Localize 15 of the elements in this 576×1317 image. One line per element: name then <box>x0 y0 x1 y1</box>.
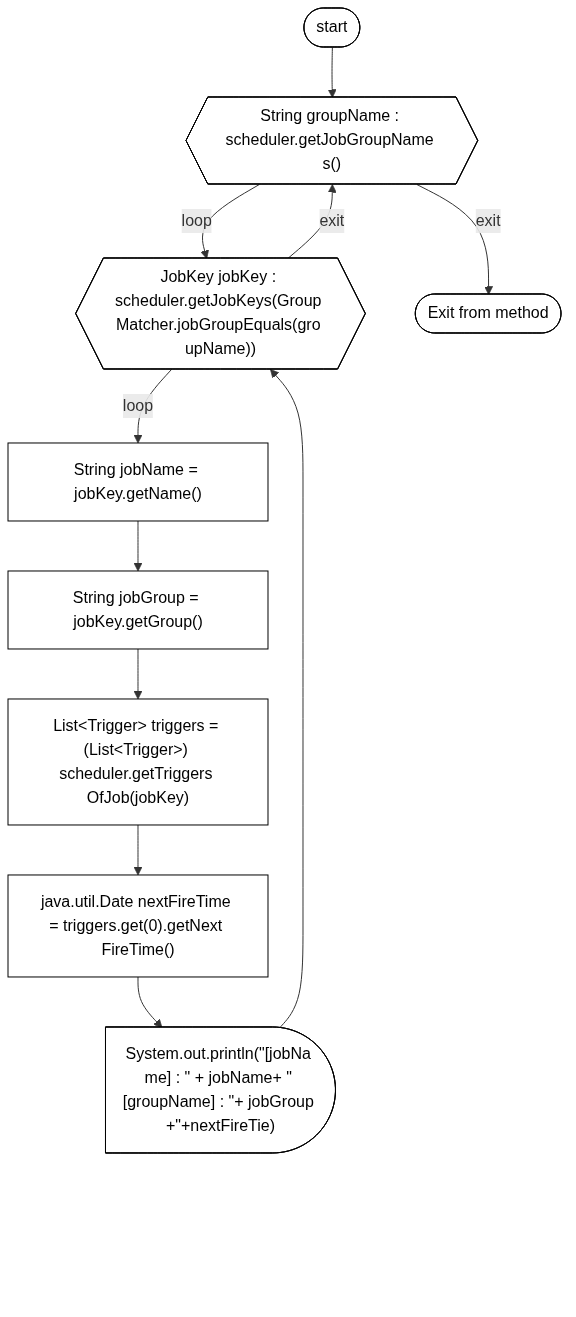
arrow <box>416 184 493 295</box>
arrow <box>327 47 337 98</box>
node-box: String jobGroup = jobKey.getGroup() <box>7 570 269 650</box>
edge-label: exit <box>319 211 345 229</box>
arrow <box>133 648 143 700</box>
arrow <box>270 369 304 1029</box>
node-box: String jobName = jobKey.getName() <box>7 442 269 522</box>
arrow <box>133 824 143 876</box>
arrow <box>133 520 143 572</box>
node-box: List<Trigger> triggers = (List<Trigger>) scheduler.getTriggers OfJob(jobKey) <box>7 698 269 826</box>
edge-label: loop <box>181 211 212 229</box>
node-box: java.util.Date nextFireTime = triggers.get(0).getNext FireTime() <box>7 874 269 978</box>
edge-label: exit <box>475 211 501 229</box>
edge-label: loop <box>122 396 154 414</box>
arrow <box>137 976 163 1028</box>
